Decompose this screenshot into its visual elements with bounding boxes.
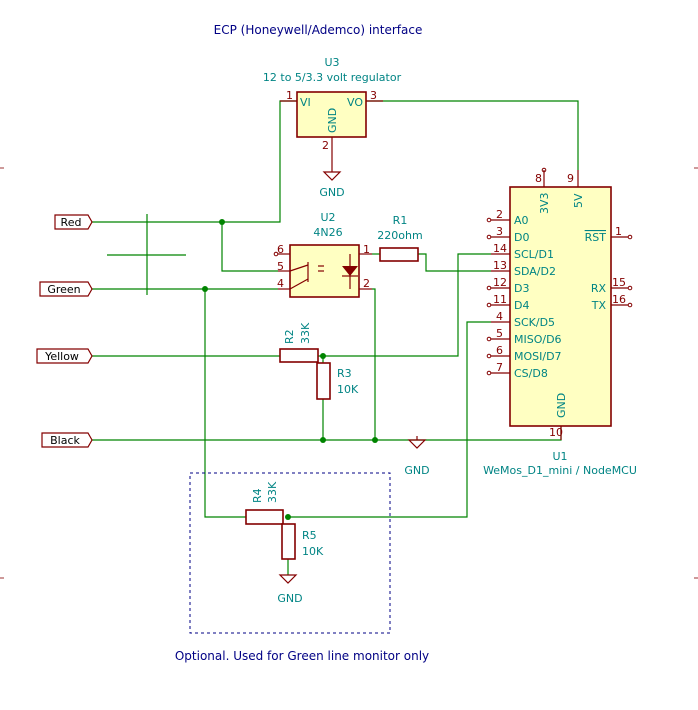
u2-num-4: 4 xyxy=(277,277,284,290)
u1-value: WeMos_D1_mini / NodeMCU xyxy=(483,464,637,477)
gnd-label-u3: GND xyxy=(319,186,344,199)
r2-ref: R2 xyxy=(283,329,296,344)
u3-num-2: 2 xyxy=(322,139,329,152)
u1-left-pin-7: 5 MISO/D6 xyxy=(486,327,562,346)
gnd-label-r5: GND xyxy=(277,592,302,605)
u3-regulator: U3 12 to 5/3.3 volt regulator VI VO GND … xyxy=(263,56,402,168)
u1-num-10: 10 xyxy=(549,426,563,439)
u3-num-1: 1 xyxy=(286,89,293,102)
u1-left-pin-3: 13 SDA/D2 xyxy=(491,259,556,278)
u1-pin-rx: RX xyxy=(591,282,607,295)
connector-black: Black xyxy=(41,432,93,448)
r3-value: 10K xyxy=(337,383,359,396)
r1-ref: R1 xyxy=(393,214,408,227)
u1-left-pin-4: 12 D3 xyxy=(486,276,529,295)
u1-left-num: 3 xyxy=(496,225,503,238)
r5-resistor: R5 10K xyxy=(281,523,324,560)
u1-left-name: D0 xyxy=(514,231,529,244)
r3-resistor: R3 10K xyxy=(316,362,359,400)
r2-value: 33K xyxy=(299,322,312,344)
u2-num-6: 6 xyxy=(277,243,284,256)
connector-green-label: Green xyxy=(47,283,80,296)
r5-value: 10K xyxy=(302,545,324,558)
u1-left-num: 12 xyxy=(493,276,507,289)
u1-left-pin-5: 11 D4 xyxy=(486,293,529,312)
u3-pin-vo: VO xyxy=(347,96,363,109)
r1-resistor: R1 220ohm xyxy=(377,214,423,262)
gnd-symbol-main: GND xyxy=(404,436,430,477)
u1-left-name: D3 xyxy=(514,282,529,295)
u1-pin-rst: RST xyxy=(585,231,607,244)
u1-left-name: SDA/D2 xyxy=(514,265,556,278)
r4-ref: R4 xyxy=(251,488,264,503)
optional-note: Optional. Used for Green line monitor on… xyxy=(175,649,429,663)
u1-num-15: 15 xyxy=(612,276,626,289)
r4-resistor: R4 33K xyxy=(245,481,284,525)
connector-black-label: Black xyxy=(50,434,80,447)
r3-ref: R3 xyxy=(337,367,352,380)
u1-left-num: 6 xyxy=(496,344,503,357)
u3-num-3: 3 xyxy=(370,89,377,102)
u1-left-name: A0 xyxy=(514,214,529,227)
connector-yellow-label: Yellow xyxy=(44,350,79,363)
u1-left-num: 7 xyxy=(496,361,503,374)
u1-left-name: D4 xyxy=(514,299,529,312)
u1-left-num: 2 xyxy=(496,208,503,221)
u3-pin-gnd: GND xyxy=(326,108,339,133)
r4-value: 33K xyxy=(266,481,279,503)
u3-ref: U3 xyxy=(324,56,339,69)
connector-red-label: Red xyxy=(61,216,82,229)
u1-pin-3v3: 3V3 xyxy=(538,192,551,214)
connector-green: Green xyxy=(39,281,93,297)
u2-num-1: 1 xyxy=(363,243,370,256)
gnd-symbol-u3: GND xyxy=(319,168,345,199)
connector-red: Red xyxy=(54,214,93,230)
u2-ref: U2 xyxy=(320,211,335,224)
u1-left-pin-8: 6 MOSI/D7 xyxy=(486,344,562,363)
u1-num-16: 16 xyxy=(612,293,626,306)
u1-num-1: 1 xyxy=(615,225,622,238)
u2-optocoupler: U2 4N26 6 5 4 1 2 xyxy=(273,211,372,298)
gnd-symbol-r5: GND xyxy=(277,574,303,605)
u1-left-num: 4 xyxy=(496,310,503,323)
u2-num-2: 2 xyxy=(363,277,370,290)
u1-left-pin-9: 7 CS/D8 xyxy=(486,361,548,380)
u1-left-name: CS/D8 xyxy=(514,367,548,380)
u1-left-name: SCK/D5 xyxy=(514,316,555,329)
connector-yellow: Yellow xyxy=(36,348,93,364)
r1-value: 220ohm xyxy=(377,229,422,242)
u1-pin-gnd: GND xyxy=(555,393,568,418)
u1-left-num: 5 xyxy=(496,327,503,340)
u1-left-name: MOSI/D7 xyxy=(514,350,562,363)
u1-left-pin-2: 14 SCL/D1 xyxy=(491,242,554,261)
u3-pin-vi: VI xyxy=(300,96,311,109)
u1-left-name: SCL/D1 xyxy=(514,248,554,261)
u3-value: 12 to 5/3.3 volt regulator xyxy=(263,71,402,84)
u1-left-pin-0: 2 A0 xyxy=(486,208,529,227)
u2-num-5: 5 xyxy=(277,260,284,273)
diagram-title: ECP (Honeywell/Ademco) interface xyxy=(214,23,423,37)
gnd-label-main: GND xyxy=(404,464,429,477)
junctions xyxy=(202,219,378,520)
u1-left-num: 14 xyxy=(493,242,507,255)
u1-left-pin-1: 3 D0 xyxy=(486,225,529,244)
u1-left-num: 13 xyxy=(493,259,507,272)
u1-num-9: 9 xyxy=(567,172,574,185)
u1-num-8: 8 xyxy=(535,172,542,185)
u1-left-num: 11 xyxy=(493,293,507,306)
u2-value: 4N26 xyxy=(313,226,342,239)
u1-left-name: MISO/D6 xyxy=(514,333,562,346)
u1-pin-5v: 5V xyxy=(572,193,585,208)
u1-pin-tx: TX xyxy=(591,299,607,312)
u1-wemos: 8 9 3V3 5V 10 GND RST 1 RX 15 TX 16 2 A0… xyxy=(483,167,637,477)
u1-ref: U1 xyxy=(552,450,567,463)
u1-left-pin-6: 4 SCK/D5 xyxy=(491,310,555,329)
page-corner-marks xyxy=(0,167,698,579)
r2-resistor: R2 33K xyxy=(279,322,319,363)
r5-ref: R5 xyxy=(302,529,317,542)
